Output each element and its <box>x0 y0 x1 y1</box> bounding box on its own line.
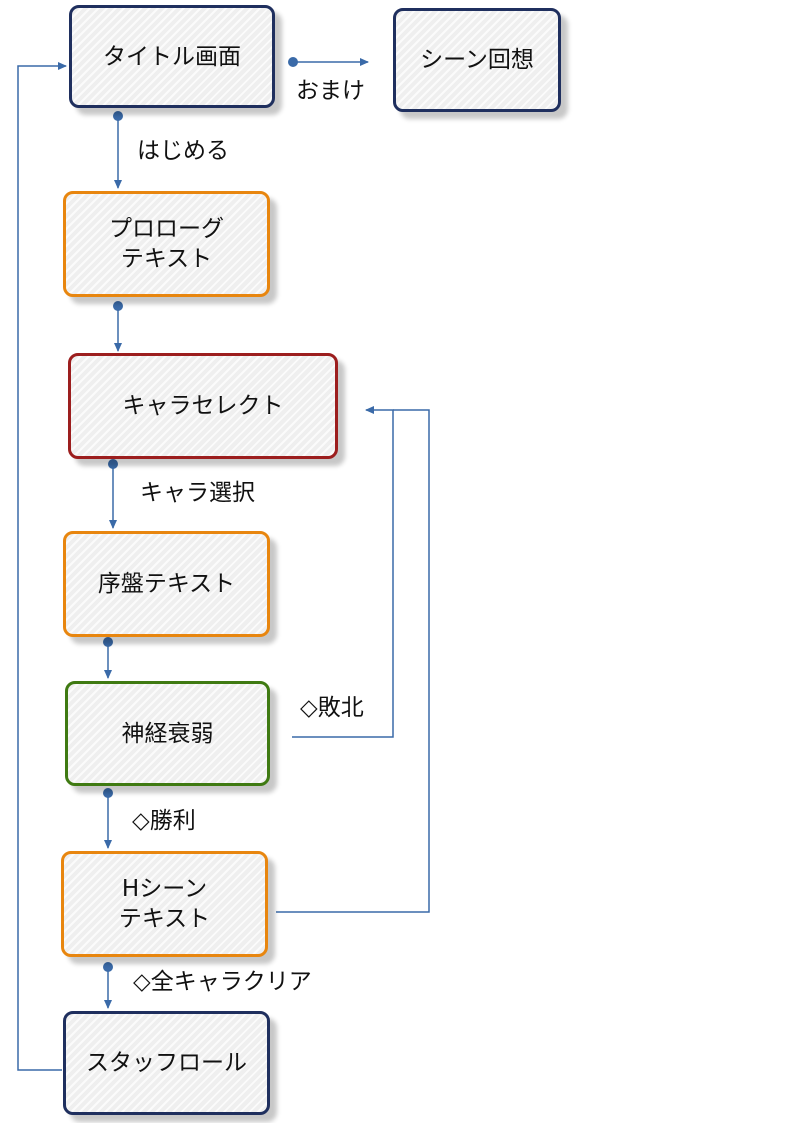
node-staff-roll: スタッフロール <box>63 1011 270 1115</box>
label-bonus: おまけ <box>296 78 365 104</box>
node-chara-select: キャラセレクト <box>68 353 338 459</box>
node-prologue-text: プロローグ テキスト <box>63 191 270 297</box>
node-opening-text: 序盤テキスト <box>63 531 270 637</box>
edge-h-scene-to-chara-select <box>276 409 430 913</box>
node-h-scene-text: Hシーン テキスト <box>61 851 268 957</box>
edge-title-to-scene-recall <box>288 57 369 67</box>
node-title-screen: タイトル画面 <box>69 5 275 108</box>
node-chara-select-label: キャラセレクト <box>122 393 284 419</box>
edge-memory-game-to-h-scene <box>103 788 113 849</box>
label-all-clear: ◇全キャラクリア <box>133 969 312 995</box>
node-prologue-line2: テキスト <box>120 246 213 272</box>
edge-opening-to-memory-game <box>103 637 113 679</box>
label-defeat: ◇敗北 <box>300 695 364 721</box>
node-memory-game: 神経衰弱 <box>65 681 270 786</box>
edge-memory-game-defeat-to-chara-select <box>292 406 394 738</box>
node-opening-text-label: 序盤テキスト <box>97 571 236 597</box>
node-h-scene-line1: Hシーン <box>121 876 208 902</box>
edge-prologue-to-chara-select <box>113 301 123 352</box>
edge-h-scene-to-staff-roll <box>103 962 113 1009</box>
node-h-scene-line2: テキスト <box>118 906 211 932</box>
node-scene-recall-label: シーン回想 <box>420 47 534 73</box>
edge-staff-roll-to-title <box>17 62 67 1071</box>
label-chara-choose: キャラ選択 <box>140 480 255 506</box>
node-title-screen-label: タイトル画面 <box>103 43 241 70</box>
node-staff-roll-label: スタッフロール <box>86 1050 247 1076</box>
edge-chara-select-to-opening <box>108 459 118 529</box>
label-start: はじめる <box>137 138 229 164</box>
node-scene-recall: シーン回想 <box>393 8 561 112</box>
edge-title-to-prologue <box>113 111 123 189</box>
node-prologue-line1: プロローグ <box>109 216 224 242</box>
label-victory: ◇勝利 <box>132 808 196 834</box>
node-memory-game-label: 神経衰弱 <box>121 720 214 747</box>
